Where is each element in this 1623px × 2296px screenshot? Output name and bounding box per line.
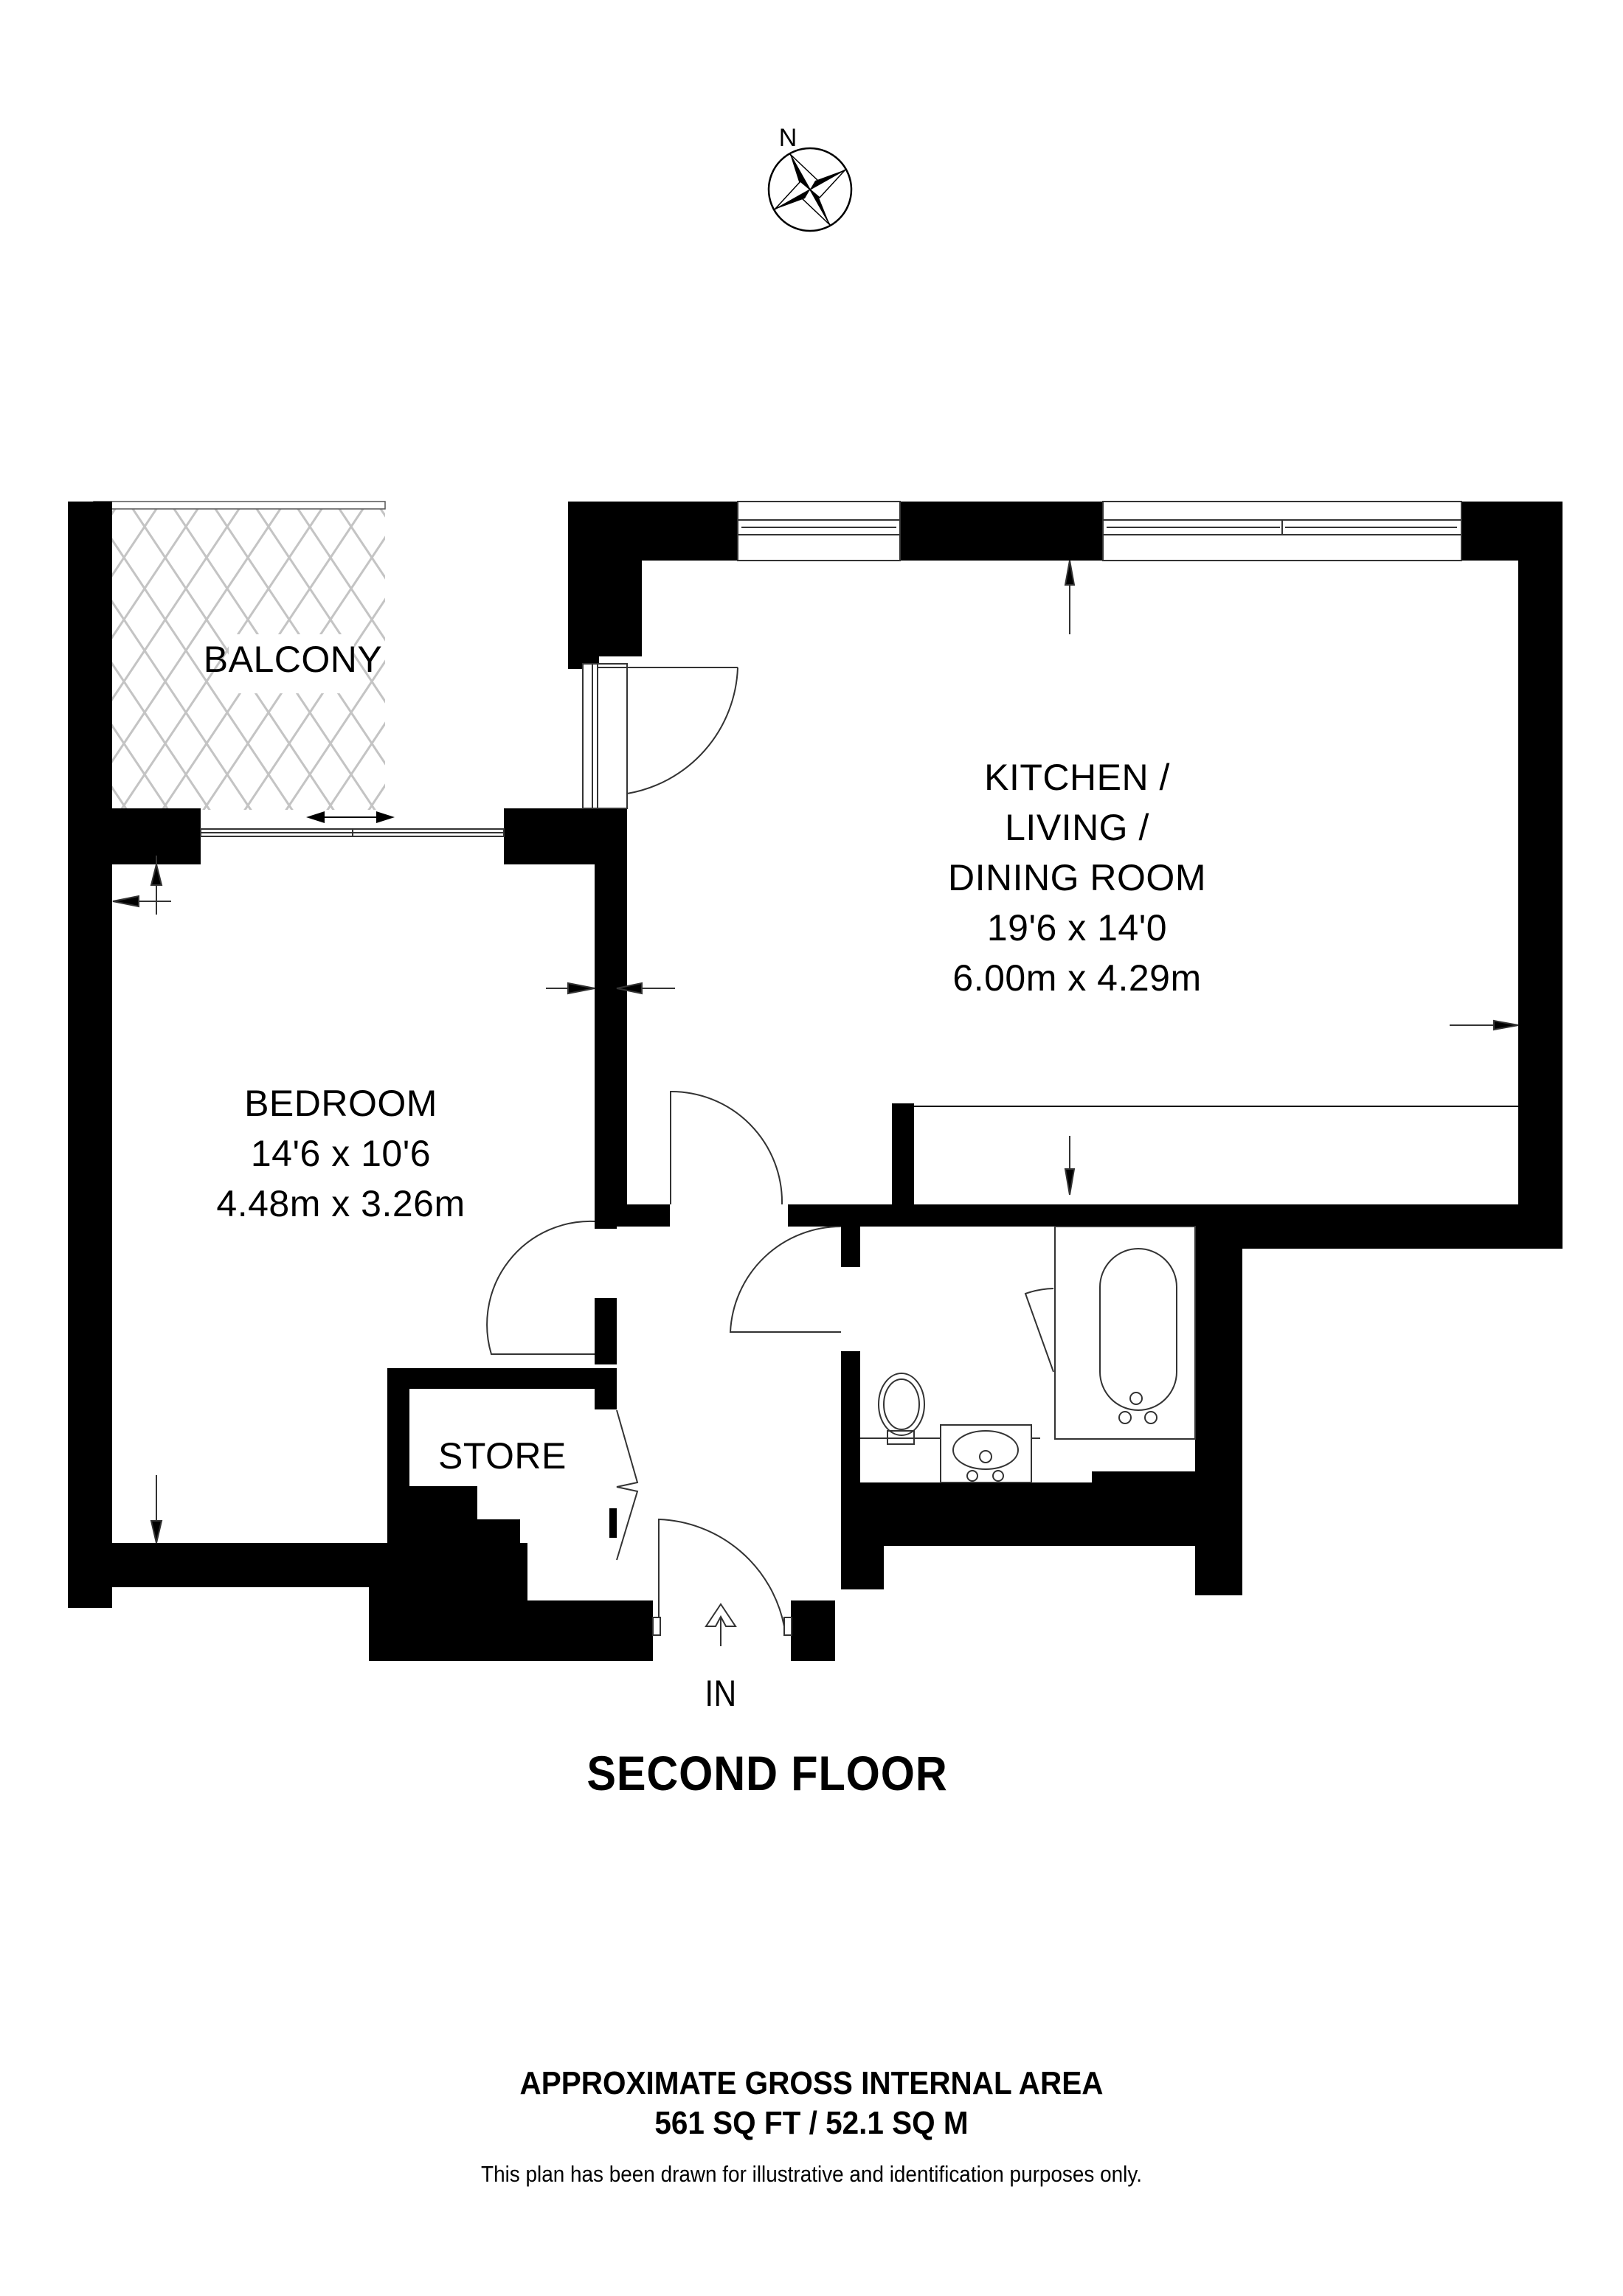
- balcony-kitchen-door: [582, 663, 738, 809]
- slide-arrow-icon: [306, 811, 395, 823]
- bedroom-name: BEDROOM: [244, 1083, 437, 1124]
- entrance-door: [652, 1518, 792, 1636]
- gross-area-heading: APPROXIMATE GROSS INTERNAL AREA: [519, 2065, 1104, 2101]
- kitchen-window-2: [1102, 501, 1462, 561]
- bedroom-door-swing: [486, 1220, 595, 1355]
- compass-north-label: N: [778, 124, 797, 152]
- store-label: STORE: [438, 1435, 567, 1477]
- entrance-label: IN: [705, 1673, 737, 1714]
- kitchen-label: KITCHEN / LIVING / DINING ROOM 19'6 x 14…: [856, 752, 1298, 1003]
- gross-area-value: 561 SQ FT / 52.1 SQ M: [654, 2105, 969, 2141]
- floor-title: SECOND FLOOR: [586, 1746, 948, 1800]
- gross-area-block: APPROXIMATE GROSS INTERNAL AREA 561 SQ F…: [404, 2064, 1219, 2143]
- balcony-label: BALCONY: [203, 639, 383, 680]
- bedroom-imperial-size: 14'6 x 10'6: [250, 1133, 432, 1174]
- bathtub: [1054, 1226, 1196, 1440]
- kitchen-name-line-1: KITCHEN /: [984, 757, 1170, 798]
- entry-arrow-icon: [705, 1603, 737, 1646]
- kitchen-name-line-2: LIVING /: [1005, 807, 1149, 848]
- kitchen-imperial-size: 19'6 x 14'0: [986, 907, 1168, 948]
- bath-screen: [1024, 1288, 1054, 1373]
- kitchen-window-1: [737, 501, 901, 561]
- walls: [68, 502, 1563, 1661]
- compass-rose-icon: [767, 147, 853, 232]
- bathroom-door-swing: [729, 1225, 842, 1333]
- balcony-sliding-door: [200, 828, 505, 837]
- kitchen-metric-size: 6.00m x 4.29m: [952, 957, 1202, 999]
- kitchen-door-swing: [670, 1090, 783, 1205]
- dimension-arrows: [112, 560, 1519, 1544]
- bedroom-label: BEDROOM 14'6 x 10'6 4.48m x 3.26m: [156, 1078, 525, 1229]
- toilet: [860, 1373, 941, 1445]
- bedroom-metric-size: 4.48m x 3.26m: [216, 1183, 466, 1224]
- wash-basin: [940, 1424, 1040, 1483]
- store-bifold-door: [616, 1409, 639, 1561]
- disclaimer-text: This plan has been drawn for illustrativ…: [481, 2161, 1142, 2187]
- kitchen-name-line-3: DINING ROOM: [948, 857, 1206, 898]
